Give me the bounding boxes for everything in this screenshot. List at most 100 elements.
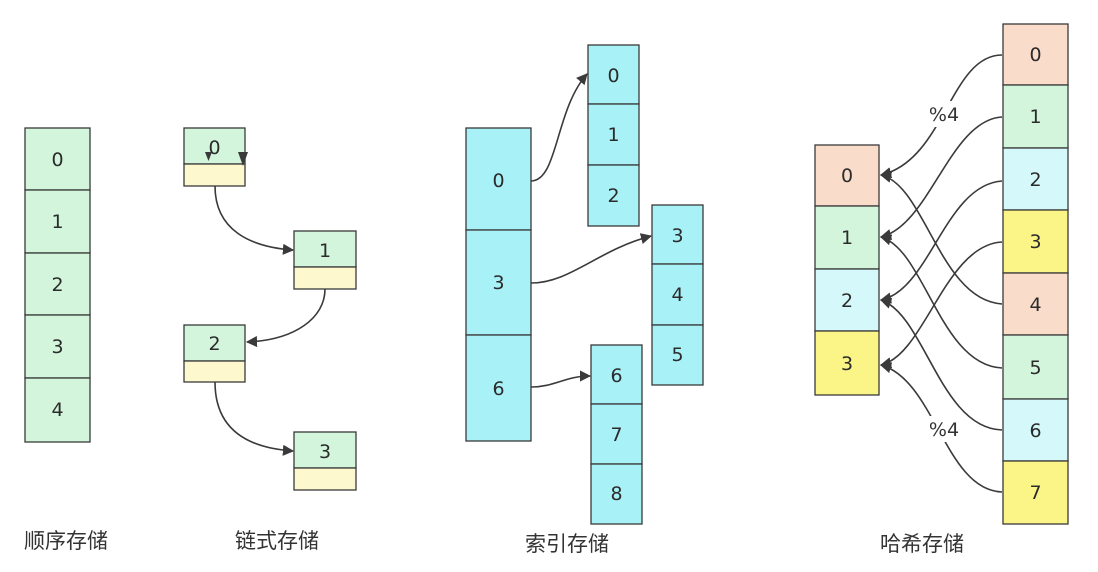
linked-node-2-data <box>183 324 246 362</box>
linked-node-2-pointer <box>183 360 246 383</box>
index-entry-1-label: 3 <box>492 272 504 294</box>
bucket-1-label: 1 <box>841 227 853 249</box>
indexed-caption: 索引存储 <box>525 532 609 556</box>
index-entry-2 <box>465 334 532 442</box>
index-entry-2-label: 6 <box>492 378 504 400</box>
linked-node-1-pointer <box>293 266 357 290</box>
hash-caption: 哈希存储 <box>880 532 964 556</box>
mod-label-top-bg <box>922 101 966 127</box>
linked-node-1-label: 1 <box>319 240 331 262</box>
block-1-cell-0 <box>651 204 704 265</box>
key-4 <box>1002 272 1069 336</box>
index-block-0: 0 1 2 <box>587 44 640 227</box>
bucket-3-label: 3 <box>841 353 853 375</box>
block-1-cell-0-label: 3 <box>671 225 683 247</box>
linked-node-0-tick-left <box>205 152 212 161</box>
index-arrow-2 <box>530 370 592 388</box>
index-table: 0 3 6 <box>465 127 532 442</box>
key-6-label: 6 <box>1029 420 1041 442</box>
hash-buckets: 0 1 2 3 <box>814 144 880 396</box>
mod-label-bottom: %4 <box>929 419 959 441</box>
seq-cell-1-box <box>24 189 91 254</box>
seq-cell-1: 1 <box>24 189 91 254</box>
seq-cell-2-label: 2 <box>51 274 63 296</box>
block-2-cell-0 <box>590 344 643 405</box>
seq-cell-2-box <box>24 252 91 316</box>
linked-node-0-tick-right <box>238 152 248 166</box>
linked-node-3-pointer <box>293 467 357 491</box>
hash-arrow-key-2 <box>879 180 1003 304</box>
block-1-cell-2-label: 5 <box>671 344 683 366</box>
hash-arrow-key-4 <box>879 171 1003 305</box>
linked-arrow-0-to-1 <box>214 185 295 255</box>
seq-cell-3-box <box>24 314 91 379</box>
key-1 <box>1002 84 1069 149</box>
seq-cell-0-label: 0 <box>51 149 63 171</box>
hash-keys: 0 1 2 3 4 5 6 7 <box>1002 23 1069 525</box>
seq-cell-4-box <box>24 377 91 443</box>
bucket-3 <box>814 330 880 396</box>
linked-node-2: 2 <box>183 324 246 383</box>
linked-node-3: 3 <box>293 431 357 491</box>
linked-caption: 链式存储 <box>235 529 319 553</box>
hash-storage: 0 1 2 3 0 1 2 3 4 5 6 7 <box>814 23 1069 556</box>
key-0-label: 0 <box>1029 44 1041 66</box>
index-entry-0-label: 0 <box>492 170 504 192</box>
index-block-1: 3 4 5 <box>651 204 704 386</box>
linked-node-0-pointer <box>183 163 246 187</box>
key-7-label: 7 <box>1029 482 1041 504</box>
sequential-caption: 顺序存储 <box>24 529 108 553</box>
block-2-cell-0-label: 6 <box>610 365 622 387</box>
bucket-0 <box>814 144 880 207</box>
linked-storage: 0 1 2 3 链式存储 <box>183 127 357 553</box>
key-1-label: 1 <box>1029 106 1041 128</box>
linked-node-0: 0 <box>183 127 248 187</box>
hash-arrow-key-5 <box>879 234 1003 369</box>
linked-arrow-2-to-3 <box>214 381 295 456</box>
seq-cell-3-label: 3 <box>51 336 63 358</box>
index-block-2: 6 7 8 <box>590 344 643 525</box>
linked-node-1-data <box>293 230 357 268</box>
hash-arrow-key-3 <box>879 241 1003 369</box>
sequential-storage: 0 1 2 3 4 顺序存储 <box>24 127 108 553</box>
index-arrow-1 <box>530 233 653 284</box>
seq-cell-1-label: 1 <box>51 211 63 233</box>
indexed-storage: 0 3 6 0 1 2 3 4 5 6 7 8 <box>465 44 704 556</box>
bucket-2 <box>814 268 880 332</box>
linked-node-0-data <box>183 127 246 165</box>
seq-cell-4: 4 <box>24 377 91 443</box>
block-1-cell-1-label: 4 <box>671 284 683 306</box>
seq-cell-2: 2 <box>24 252 91 316</box>
block-0-cell-1-label: 1 <box>607 124 619 146</box>
block-2-cell-2-label: 8 <box>610 483 622 505</box>
block-2-cell-1 <box>590 403 643 465</box>
seq-cell-3: 3 <box>24 314 91 379</box>
index-arrow-0 <box>530 73 588 182</box>
mod-label-top: %4 <box>929 104 959 126</box>
hash-arrow-key-6 <box>879 297 1003 431</box>
key-3-label: 3 <box>1029 231 1041 253</box>
linked-node-3-data <box>293 431 357 469</box>
key-7 <box>1002 460 1069 525</box>
block-2-cell-2 <box>590 463 643 525</box>
key-5-label: 5 <box>1029 357 1041 379</box>
key-2 <box>1002 147 1069 211</box>
linked-node-3-label: 3 <box>319 441 331 463</box>
block-0-cell-0-label: 0 <box>607 65 619 87</box>
linked-node-0-label: 0 <box>208 137 220 159</box>
mod-label-bottom-bg <box>922 416 966 442</box>
block-0-cell-2-label: 2 <box>607 185 619 207</box>
bucket-2-label: 2 <box>841 290 853 312</box>
key-2-label: 2 <box>1029 169 1041 191</box>
linked-node-2-label: 2 <box>208 333 220 355</box>
block-1-cell-1 <box>651 263 704 326</box>
bucket-0-label: 0 <box>841 165 853 187</box>
linked-node-1: 1 <box>293 230 357 290</box>
seq-cell-0: 0 <box>24 127 91 191</box>
block-2-cell-1-label: 7 <box>610 424 622 446</box>
key-0 <box>1002 23 1069 86</box>
key-4-label: 4 <box>1029 294 1041 316</box>
hash-arrow-key-1 <box>879 116 1003 241</box>
block-1-cell-2 <box>651 324 704 386</box>
